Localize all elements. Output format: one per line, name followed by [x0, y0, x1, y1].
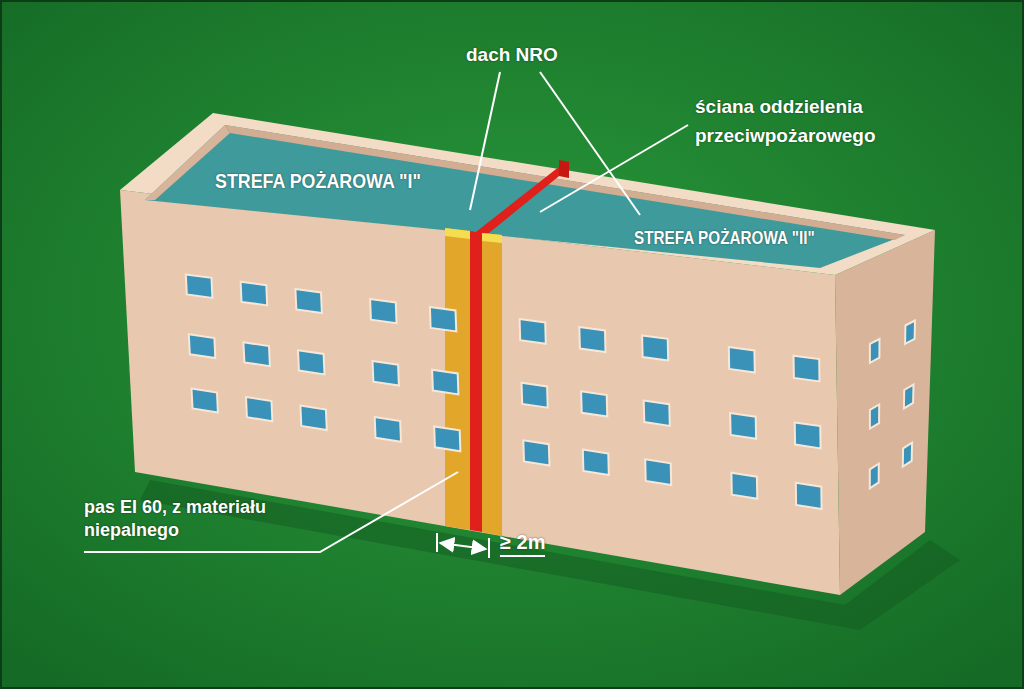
side-wall [835, 230, 935, 595]
window [903, 443, 912, 467]
window [645, 459, 671, 485]
leader-line [540, 72, 640, 215]
window [794, 356, 820, 382]
zone-label: STREFA POŻAROWA "II" [634, 229, 815, 247]
window [870, 405, 879, 429]
leader-line [84, 472, 458, 552]
window [642, 335, 668, 360]
window [189, 334, 216, 358]
zone-label: STREFA POŻAROWA "I" [215, 170, 421, 191]
window [241, 282, 268, 306]
window [904, 385, 914, 409]
window [870, 339, 880, 363]
window [432, 370, 458, 395]
window [581, 391, 607, 416]
window [583, 450, 609, 476]
window [186, 274, 213, 298]
fire-wall-top [559, 160, 569, 178]
window [523, 440, 549, 465]
fire-wall-roof [472, 166, 569, 237]
window [192, 389, 218, 413]
band-label: pas EI 60, z materiału niepalnego [84, 496, 309, 543]
window [295, 289, 322, 313]
window [298, 350, 325, 374]
window [730, 413, 756, 439]
window [300, 406, 326, 431]
window [370, 299, 396, 323]
dimension-tick [488, 538, 490, 558]
window [246, 397, 272, 421]
window [375, 417, 401, 442]
ei60-band [482, 233, 502, 536]
window [731, 473, 757, 499]
window [644, 400, 670, 426]
window [430, 307, 456, 331]
dimension-label: ≥ 2m [500, 530, 545, 557]
window [434, 426, 460, 451]
dimension-tick [436, 533, 438, 552]
window [243, 342, 270, 366]
band-top [482, 233, 502, 243]
fire-wall-facade [470, 231, 482, 532]
windows [186, 274, 915, 509]
roof-nro [145, 125, 905, 268]
window [729, 347, 755, 373]
window [795, 422, 821, 448]
leader-line [540, 125, 688, 212]
dimension-line [440, 543, 486, 549]
leader-line [470, 72, 500, 210]
window [520, 319, 546, 344]
band-top [445, 228, 470, 239]
roof-label: dach NRO [466, 44, 558, 67]
window [796, 483, 822, 509]
window [905, 321, 915, 344]
window [373, 361, 399, 386]
window [522, 383, 548, 408]
window [870, 464, 879, 489]
fire-wall-label: ściana oddzielenia przeciwpożarowego [695, 93, 910, 150]
window [579, 327, 605, 352]
